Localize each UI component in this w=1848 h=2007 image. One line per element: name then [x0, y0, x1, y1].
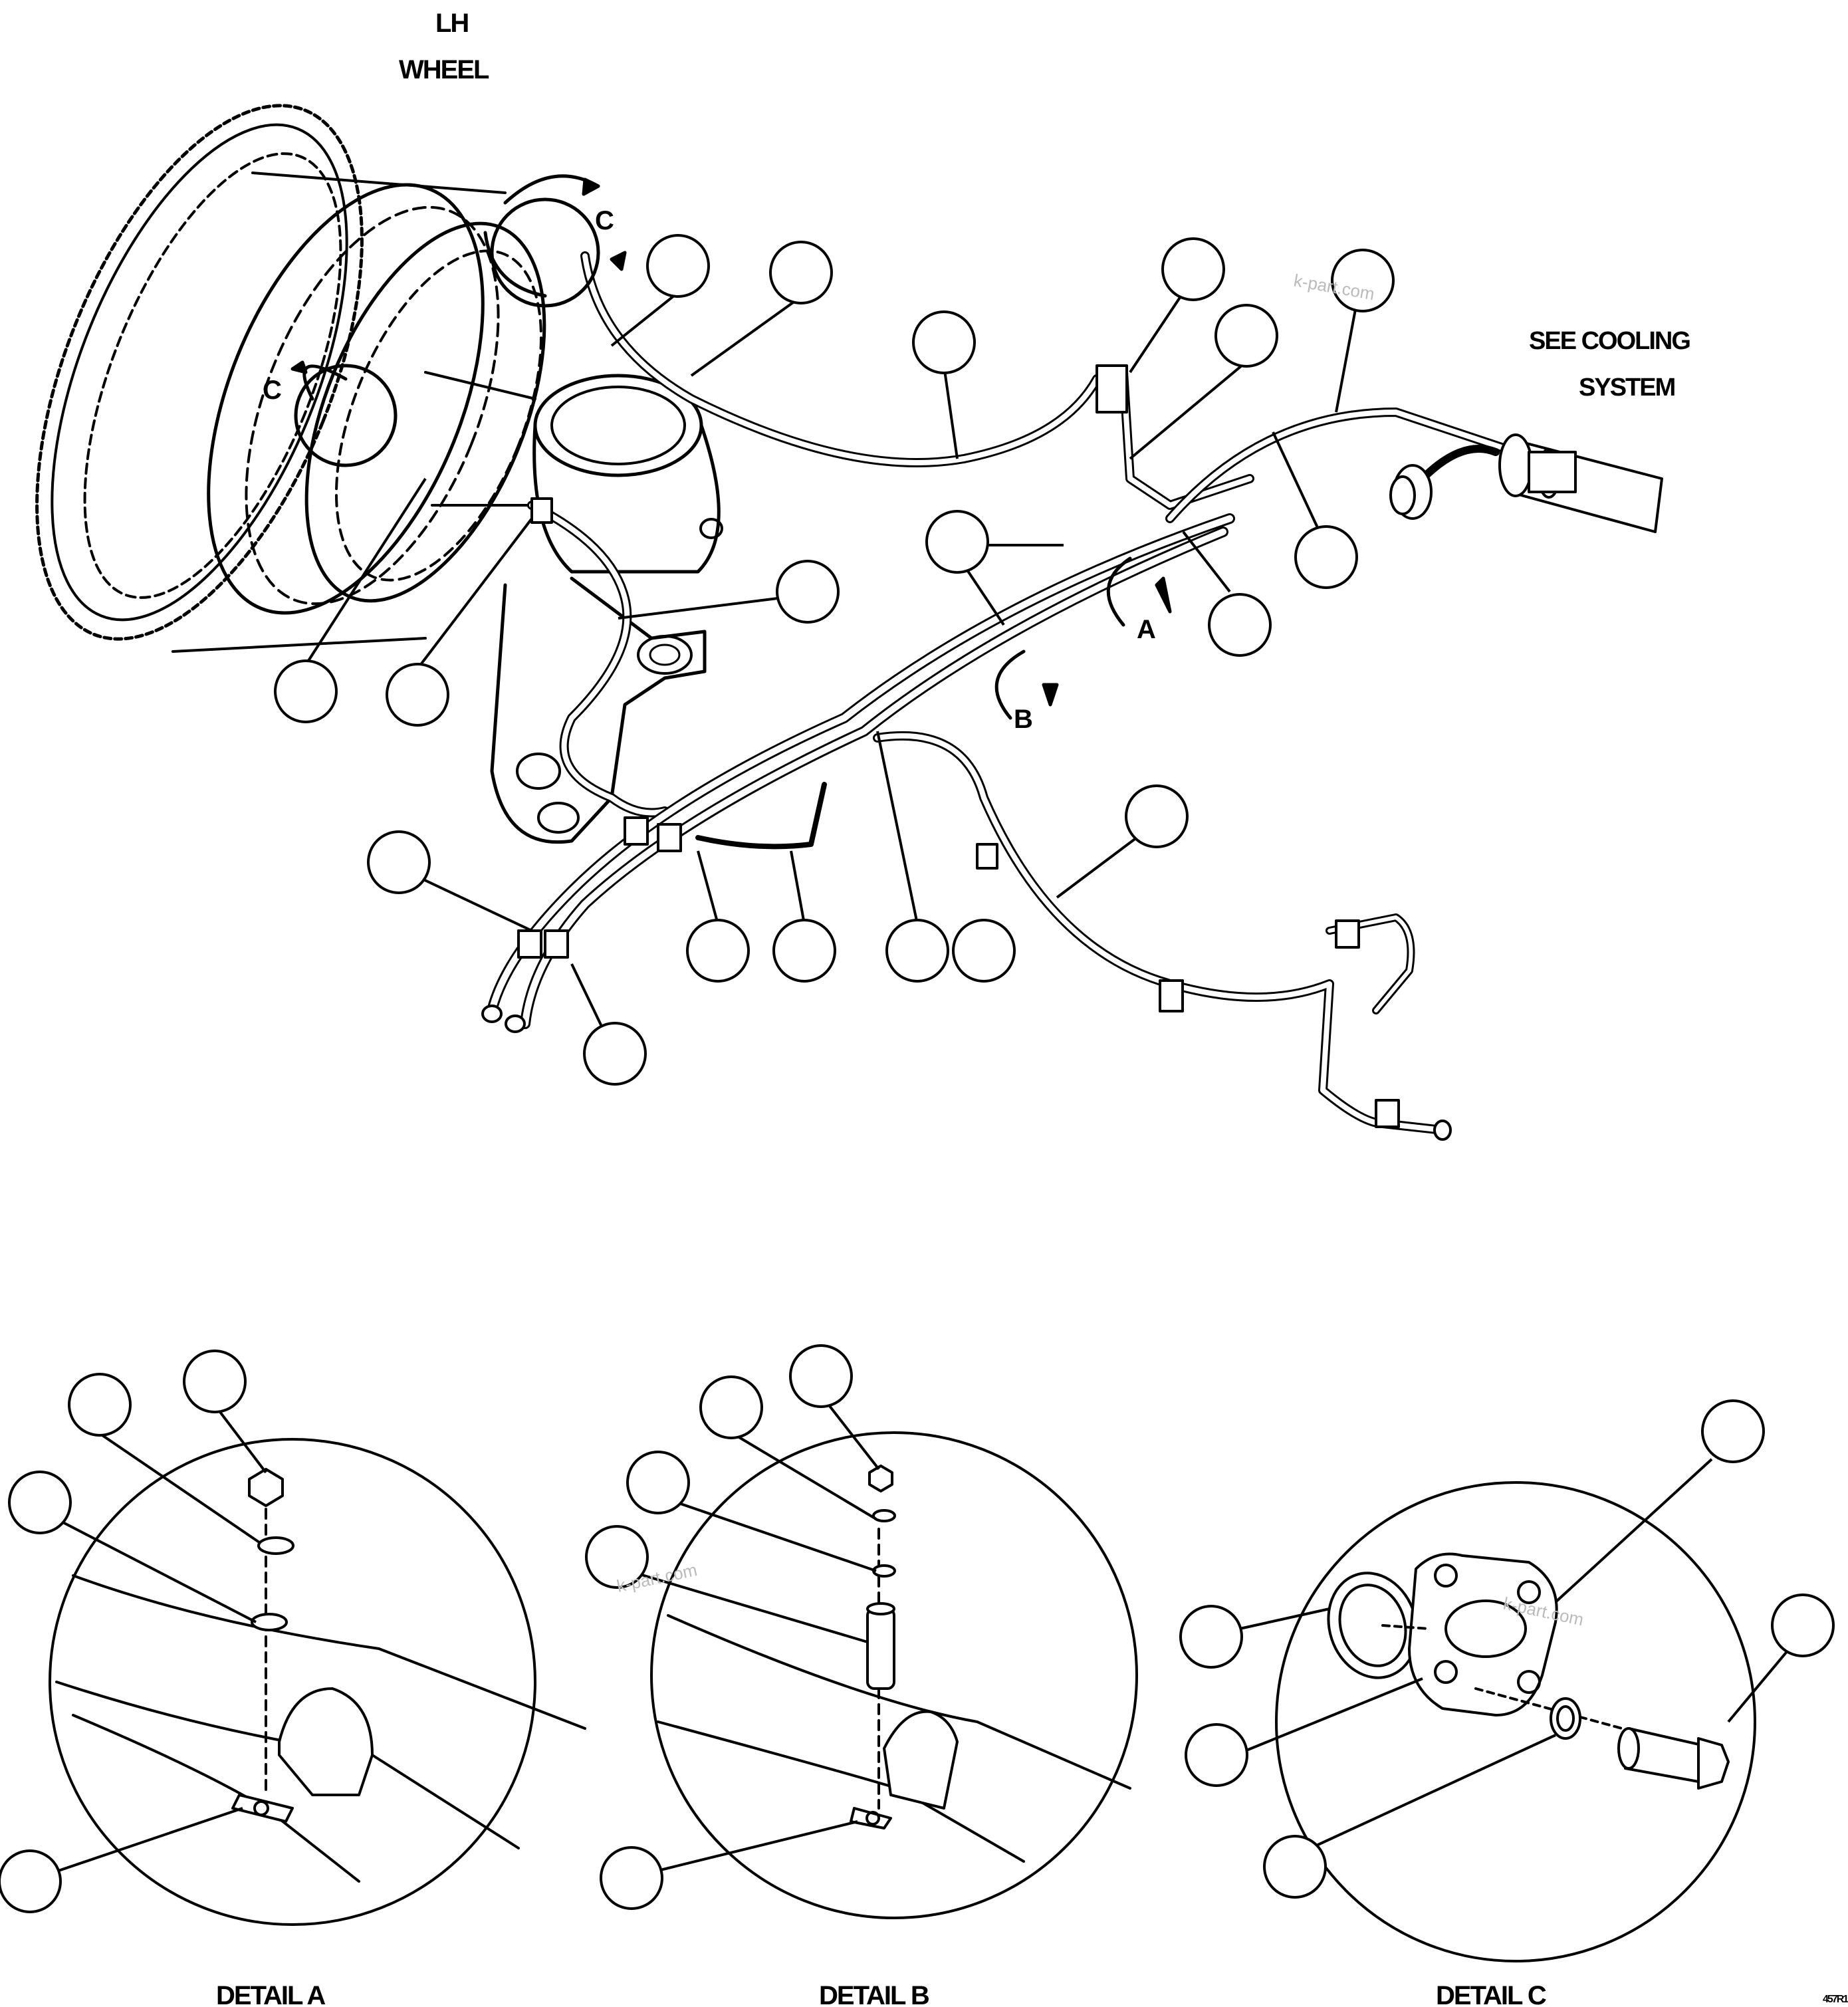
view-c-label-left: C	[263, 376, 281, 405]
view-b-label: B	[1014, 705, 1032, 734]
detail-a-label: DETAIL A	[216, 1981, 325, 2007]
see-cooling-label: SEE COOLING	[1529, 327, 1690, 355]
detail-a: DETAIL A	[0, 1350, 586, 2007]
view-c-label-top: C	[595, 206, 614, 235]
detail-c-label: DETAIL C	[1436, 1981, 1546, 2007]
detail-b-label: DETAIL B	[819, 1981, 929, 2007]
clamps-and-fittings	[481, 364, 1452, 1141]
lh-label: LH	[435, 9, 468, 38]
wheel-assembly	[35, 104, 546, 653]
main-labels: LH WHEEL SEE COOLING SYSTEM C C A B k-pa…	[263, 9, 1691, 734]
detail-c: DETAIL C k-part.com 457R1	[1179, 1399, 1848, 2007]
view-a-label: A	[1137, 615, 1155, 644]
brake-hoses-and-tubes	[487, 251, 1600, 1135]
view-arrows	[290, 174, 1172, 720]
cooling-connection	[1389, 433, 1663, 533]
system-label: SYSTEM	[1579, 374, 1675, 402]
spindle-knuckle	[424, 371, 723, 844]
callout-balloons-main	[274, 234, 1395, 1086]
wheel-label: WHEEL	[399, 55, 489, 84]
detail-b: DETAIL B k-part.com	[585, 1344, 1138, 2007]
figure-code: 457R1	[1823, 1994, 1848, 2005]
